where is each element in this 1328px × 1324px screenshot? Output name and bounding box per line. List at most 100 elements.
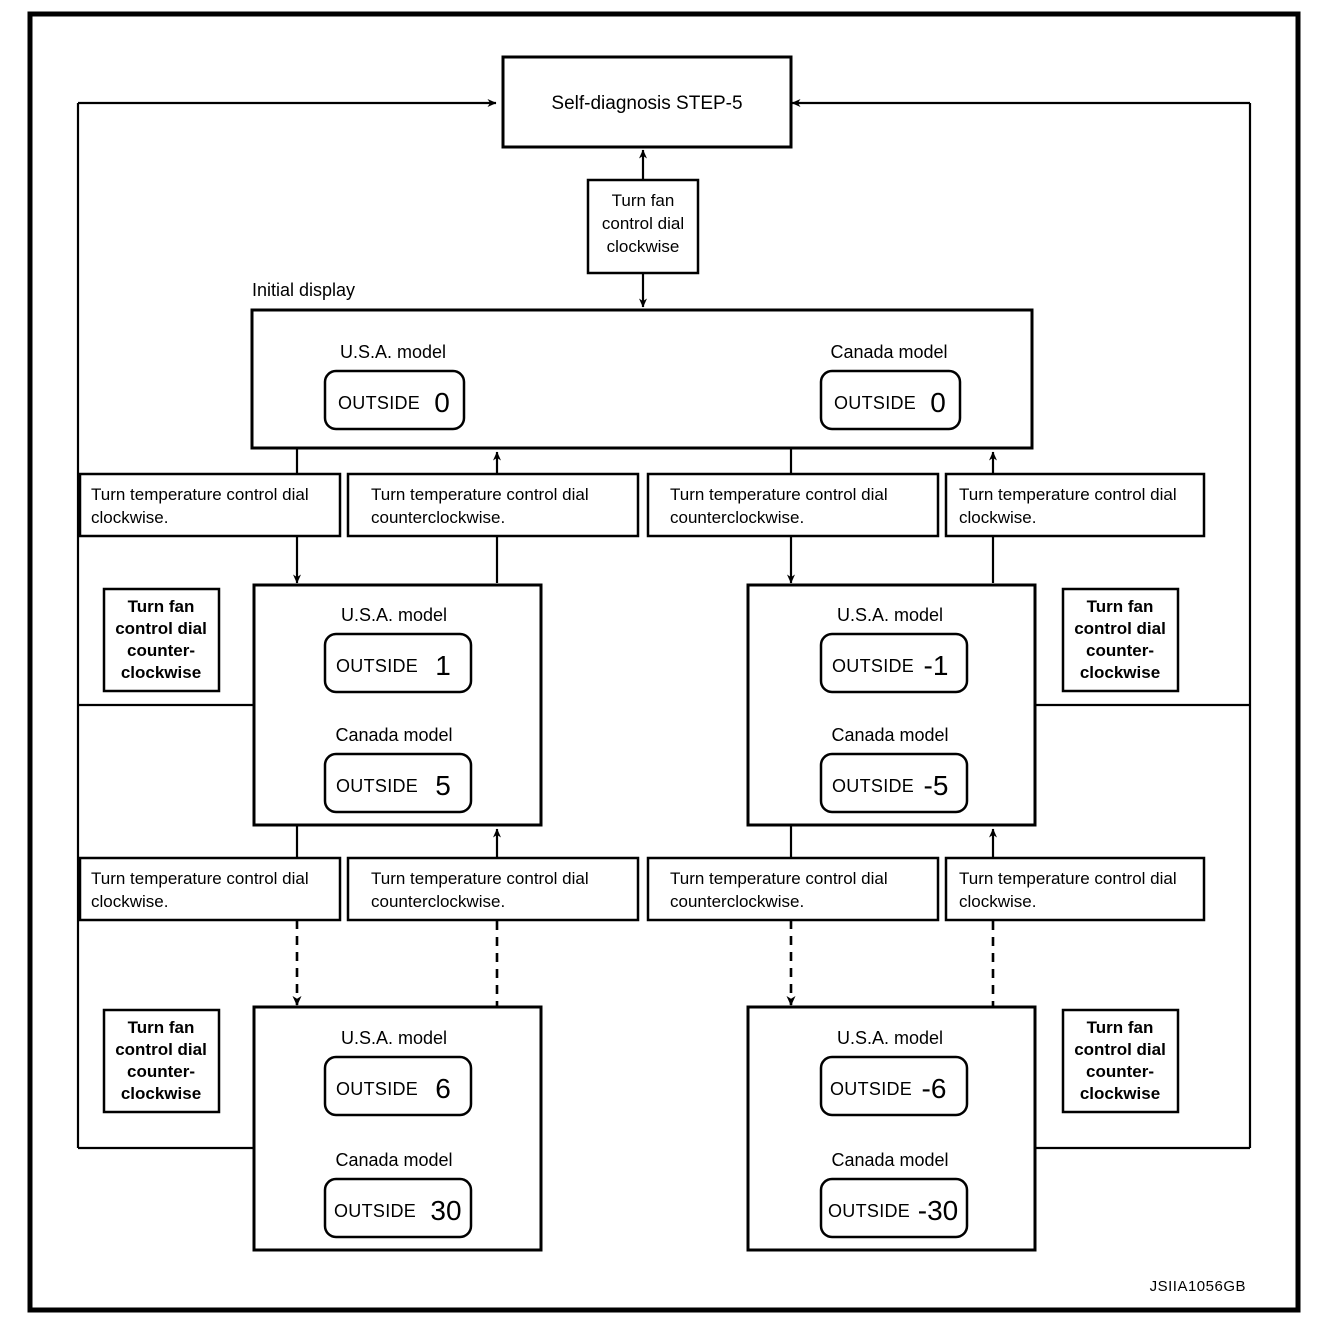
row3r-canada-model-label: Canada model [831, 1150, 948, 1170]
initial-canada-outside-label: OUTSIDE [834, 393, 916, 413]
operation-row-2: Turn temperature control dial clockwise.… [78, 856, 1206, 922]
svg-text:control dial: control dial [1074, 1040, 1166, 1059]
row3l-canada-outside-label: OUTSIDE [334, 1201, 416, 1221]
row2r-usa-outside-label: OUTSIDE [832, 656, 914, 676]
initial-canada-lcd: OUTSIDE 0 [819, 369, 962, 431]
svg-text:counterclockwise.: counterclockwise. [670, 892, 804, 911]
fanccw-r2-line1: Turn fan [1087, 597, 1154, 616]
node-self-diagnosis: Self-diagnosis STEP-5 [501, 55, 793, 149]
op-r2-2-line2: counterclockwise. [371, 892, 505, 911]
fanccw-l2-line3: counter- [127, 641, 195, 660]
op-row2-box-2: Turn temperature control dial counterclo… [346, 856, 640, 922]
panel-initial-display: U.S.A. model OUTSIDE 0 Canada model OUTS… [250, 308, 1034, 450]
svg-text:Turn fan: Turn fan [128, 597, 195, 616]
row3r-usa-model-label: U.S.A. model [837, 1028, 943, 1048]
initial-canada-value: 0 [930, 387, 946, 418]
svg-text:counter-: counter- [1086, 641, 1154, 660]
row3r-canada-value: -30 [918, 1195, 958, 1226]
fanccw-l3-line3: counter- [127, 1062, 195, 1081]
initial-usa-lcd: OUTSIDE 0 [323, 369, 466, 431]
svg-text:clockwise: clockwise [607, 237, 680, 256]
fanccw-r2-line4: clockwise [1080, 663, 1160, 682]
fanccw-l2-line2: control dial [115, 619, 207, 638]
fanccw-l3-line1: Turn fan [128, 1018, 195, 1037]
op-row1-box-2: Turn temperature control dial counterclo… [346, 472, 640, 538]
fanccw-l2-line4: clockwise [121, 663, 201, 682]
op-r2-1-line1: Turn temperature control dial [91, 869, 309, 888]
initial-usa-value: 0 [434, 387, 450, 418]
connector-lines [76, 99, 1252, 1150]
op-r1-2-line2: counterclockwise. [371, 508, 505, 527]
svg-text:Turn temperature control dial: Turn temperature control dial [670, 869, 888, 888]
row3r-usa-outside-label: OUTSIDE [830, 1079, 912, 1099]
svg-text:Turn temperature control dial: Turn temperature control dial [371, 485, 589, 504]
fanccw-r3-line3: counter- [1086, 1062, 1154, 1081]
fanccw-l3-line2: control dial [115, 1040, 207, 1059]
fanccw-r3-line2: control dial [1074, 1040, 1166, 1059]
svg-text:counter-: counter- [127, 641, 195, 660]
svg-text:Turn temperature control dial: Turn temperature control dial [959, 485, 1177, 504]
svg-text:Turn temperature control dial: Turn temperature control dial [371, 869, 589, 888]
svg-text:clockwise: clockwise [121, 1084, 201, 1103]
op-r2-4-line1: Turn temperature control dial [959, 869, 1177, 888]
op-r1-1-line2: clockwise. [91, 508, 168, 527]
fanccw-r3-line4: clockwise [1080, 1084, 1160, 1103]
row3l-usa-lcd: OUTSIDE 6 [323, 1055, 473, 1117]
row3r-canada-outside-label: OUTSIDE [828, 1201, 910, 1221]
op-row2-box-4: Turn temperature control dial clockwise. [944, 856, 1206, 922]
op-r2-4-line2: clockwise. [959, 892, 1036, 911]
op-r1-3-line1: Turn temperature control dial [670, 485, 888, 504]
fanccw-r2-line3: counter- [1086, 641, 1154, 660]
op-r1-2-line1: Turn temperature control dial [371, 485, 589, 504]
svg-text:control dial: control dial [1074, 619, 1166, 638]
svg-text:control dial: control dial [115, 619, 207, 638]
svg-text:clockwise.: clockwise. [959, 508, 1036, 527]
svg-text:Turn fan: Turn fan [128, 1018, 195, 1037]
svg-text:clockwise: clockwise [121, 663, 201, 682]
svg-text:control dial: control dial [602, 214, 684, 233]
op-r1-1-line1: Turn temperature control dial [91, 485, 309, 504]
row3r-usa-lcd: OUTSIDE -6 [819, 1055, 969, 1117]
row3r-canada-lcd: OUTSIDE -30 [819, 1177, 969, 1239]
row3l-usa-outside-label: OUTSIDE [336, 1079, 418, 1099]
row3l-canada-lcd: OUTSIDE 30 [323, 1177, 473, 1239]
svg-text:Turn fan: Turn fan [612, 191, 675, 210]
operation-row-1: Turn temperature control dial clockwise.… [78, 472, 1206, 538]
row2l-canada-lcd: OUTSIDE 5 [323, 752, 473, 814]
svg-text:Turn fan: Turn fan [1087, 1018, 1154, 1037]
op-row2-box-3: Turn temperature control dial counterclo… [646, 856, 940, 922]
fan-cw-line2: control dial [602, 214, 684, 233]
svg-text:counter-: counter- [127, 1062, 195, 1081]
fan-cw-line1: Turn fan [612, 191, 675, 210]
fanccw-r3-line1: Turn fan [1087, 1018, 1154, 1037]
fan-cw-line3: clockwise [607, 237, 680, 256]
svg-text:counter-: counter- [1086, 1062, 1154, 1081]
svg-text:Turn temperature control dial: Turn temperature control dial [959, 869, 1177, 888]
fanccw-r2-line2: control dial [1074, 619, 1166, 638]
op-r2-3-line2: counterclockwise. [670, 892, 804, 911]
initial-canada-model-label: Canada model [830, 342, 947, 362]
row2r-canada-value: -5 [924, 770, 949, 801]
row3l-canada-value: 30 [430, 1195, 461, 1226]
initial-usa-model-label: U.S.A. model [340, 342, 446, 362]
panel-row2-right: U.S.A. model OUTSIDE -1 Canada model OUT… [746, 583, 1037, 827]
op-r1-4-line2: clockwise. [959, 508, 1036, 527]
panel-row3-left: U.S.A. model OUTSIDE 6 Canada model OUTS… [252, 1005, 543, 1252]
svg-text:clockwise.: clockwise. [91, 892, 168, 911]
svg-text:Turn temperature control dial: Turn temperature control dial [670, 485, 888, 504]
row3l-canada-model-label: Canada model [335, 1150, 452, 1170]
row2r-canada-outside-label: OUTSIDE [832, 776, 914, 796]
row2r-usa-value: -1 [924, 650, 949, 681]
node-fan-dial-clockwise: Turn fan control dial clockwise [586, 178, 700, 275]
op-r1-4-line1: Turn temperature control dial [959, 485, 1177, 504]
op-r2-2-line1: Turn temperature control dial [371, 869, 589, 888]
panel-row2-left: U.S.A. model OUTSIDE 1 Canada model OUTS… [252, 583, 543, 827]
row2r-usa-model-label: U.S.A. model [837, 605, 943, 625]
row3r-usa-value: -6 [922, 1073, 947, 1104]
op-r2-3-line1: Turn temperature control dial [670, 869, 888, 888]
node-fan-ccw-right-row2: Turn fan control dial counter- clockwise [1061, 587, 1180, 693]
panel-row3-right: U.S.A. model OUTSIDE -6 Canada model OUT… [746, 1005, 1037, 1252]
svg-text:control dial: control dial [115, 1040, 207, 1059]
page-border [27, 11, 1301, 1313]
